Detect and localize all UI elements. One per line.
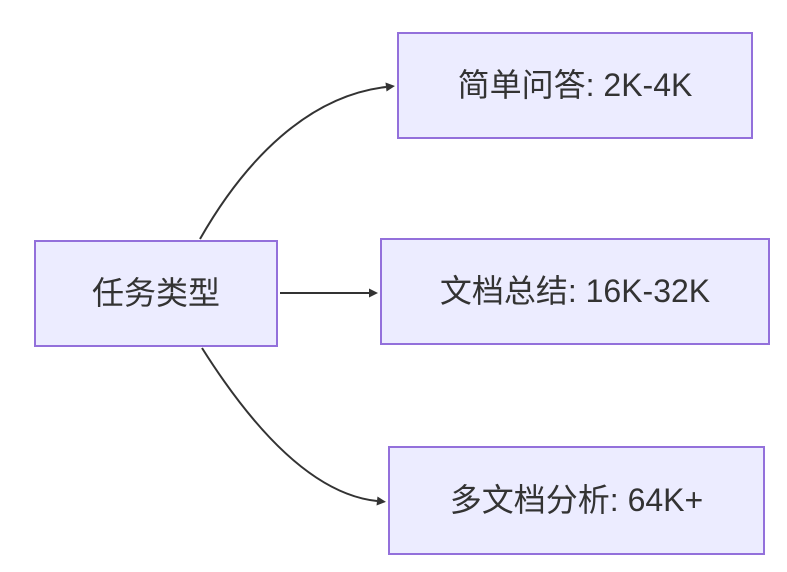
- node-doc-summary: 文档总结: 16K-32K: [380, 238, 770, 345]
- node-multi-doc-label: 多文档分析: 64K+: [449, 482, 704, 519]
- node-doc-summary-label: 文档总结: 16K-32K: [439, 273, 711, 310]
- node-task-type: 任务类型: [34, 240, 278, 347]
- node-task-type-label: 任务类型: [91, 275, 220, 312]
- edge-task-type-to-multi-doc: [201, 347, 386, 506]
- node-multi-doc: 多文档分析: 64K+: [388, 446, 765, 555]
- edge-task-type-to-simple-qa: [199, 82, 395, 240]
- node-simple-qa-label: 简单问答: 2K-4K: [457, 67, 693, 104]
- node-simple-qa: 简单问答: 2K-4K: [397, 32, 753, 139]
